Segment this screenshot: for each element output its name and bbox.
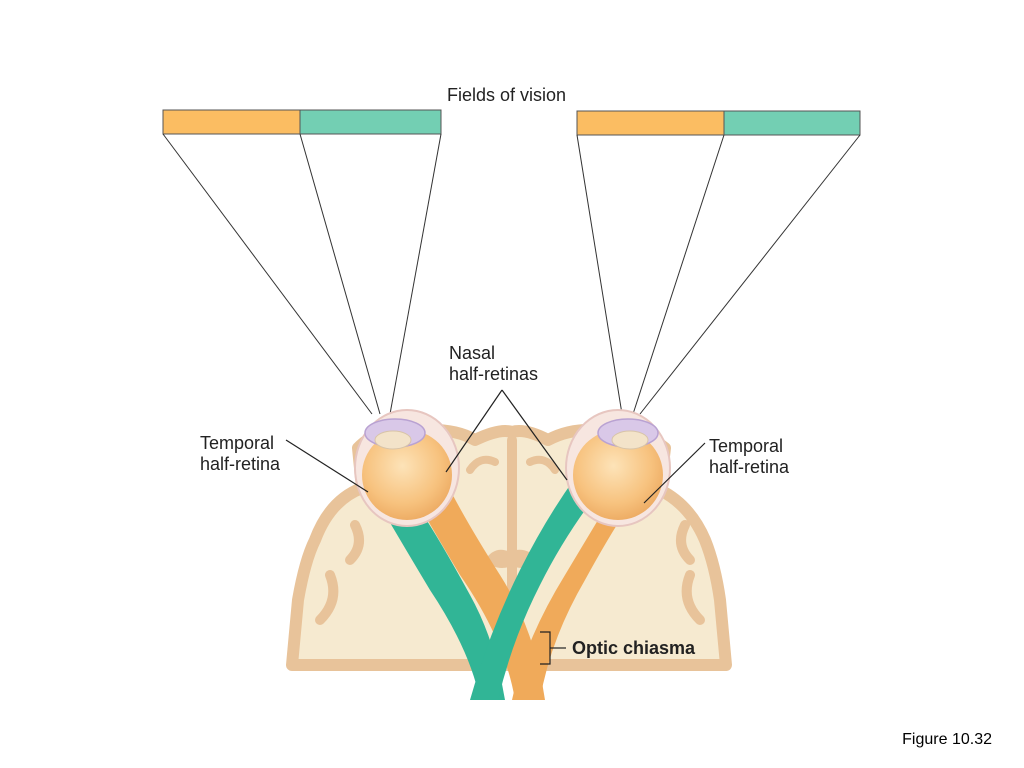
right-eye-field-bar (576, 110, 861, 136)
nasal-label-line1: Nasal (449, 343, 496, 363)
right-optic-nerve (470, 478, 640, 700)
left-eye (354, 409, 460, 527)
nasal-half-retinas-label: Nasal half-retinas (449, 343, 538, 385)
fields-of-vision-title: Fields of vision (447, 85, 567, 105)
nasal-label-line2: half-retinas (449, 364, 539, 384)
projection-lines (162, 133, 861, 415)
temporal-half-retina-right-label: Temporal half-retina (709, 436, 789, 478)
temporal-right-line1: Temporal (709, 436, 784, 456)
figure-caption: Figure 10.32 (902, 731, 992, 748)
optic-chiasma-label: Optic chiasma (572, 638, 696, 658)
right-nasal-field (723, 110, 861, 136)
leader-lines (285, 389, 706, 665)
temporal-left-line1: Temporal (200, 433, 275, 453)
left-nasal-field (299, 109, 442, 135)
left-eye-field-bar (162, 109, 442, 135)
temporal-right-line2: half-retina (709, 457, 790, 477)
right-eye (565, 409, 671, 527)
left-temporal-field (162, 109, 301, 135)
temporal-half-retina-left-label: Temporal half-retina (200, 433, 280, 475)
right-temporal-field (576, 110, 725, 136)
temporal-left-line2: half-retina (200, 454, 281, 474)
